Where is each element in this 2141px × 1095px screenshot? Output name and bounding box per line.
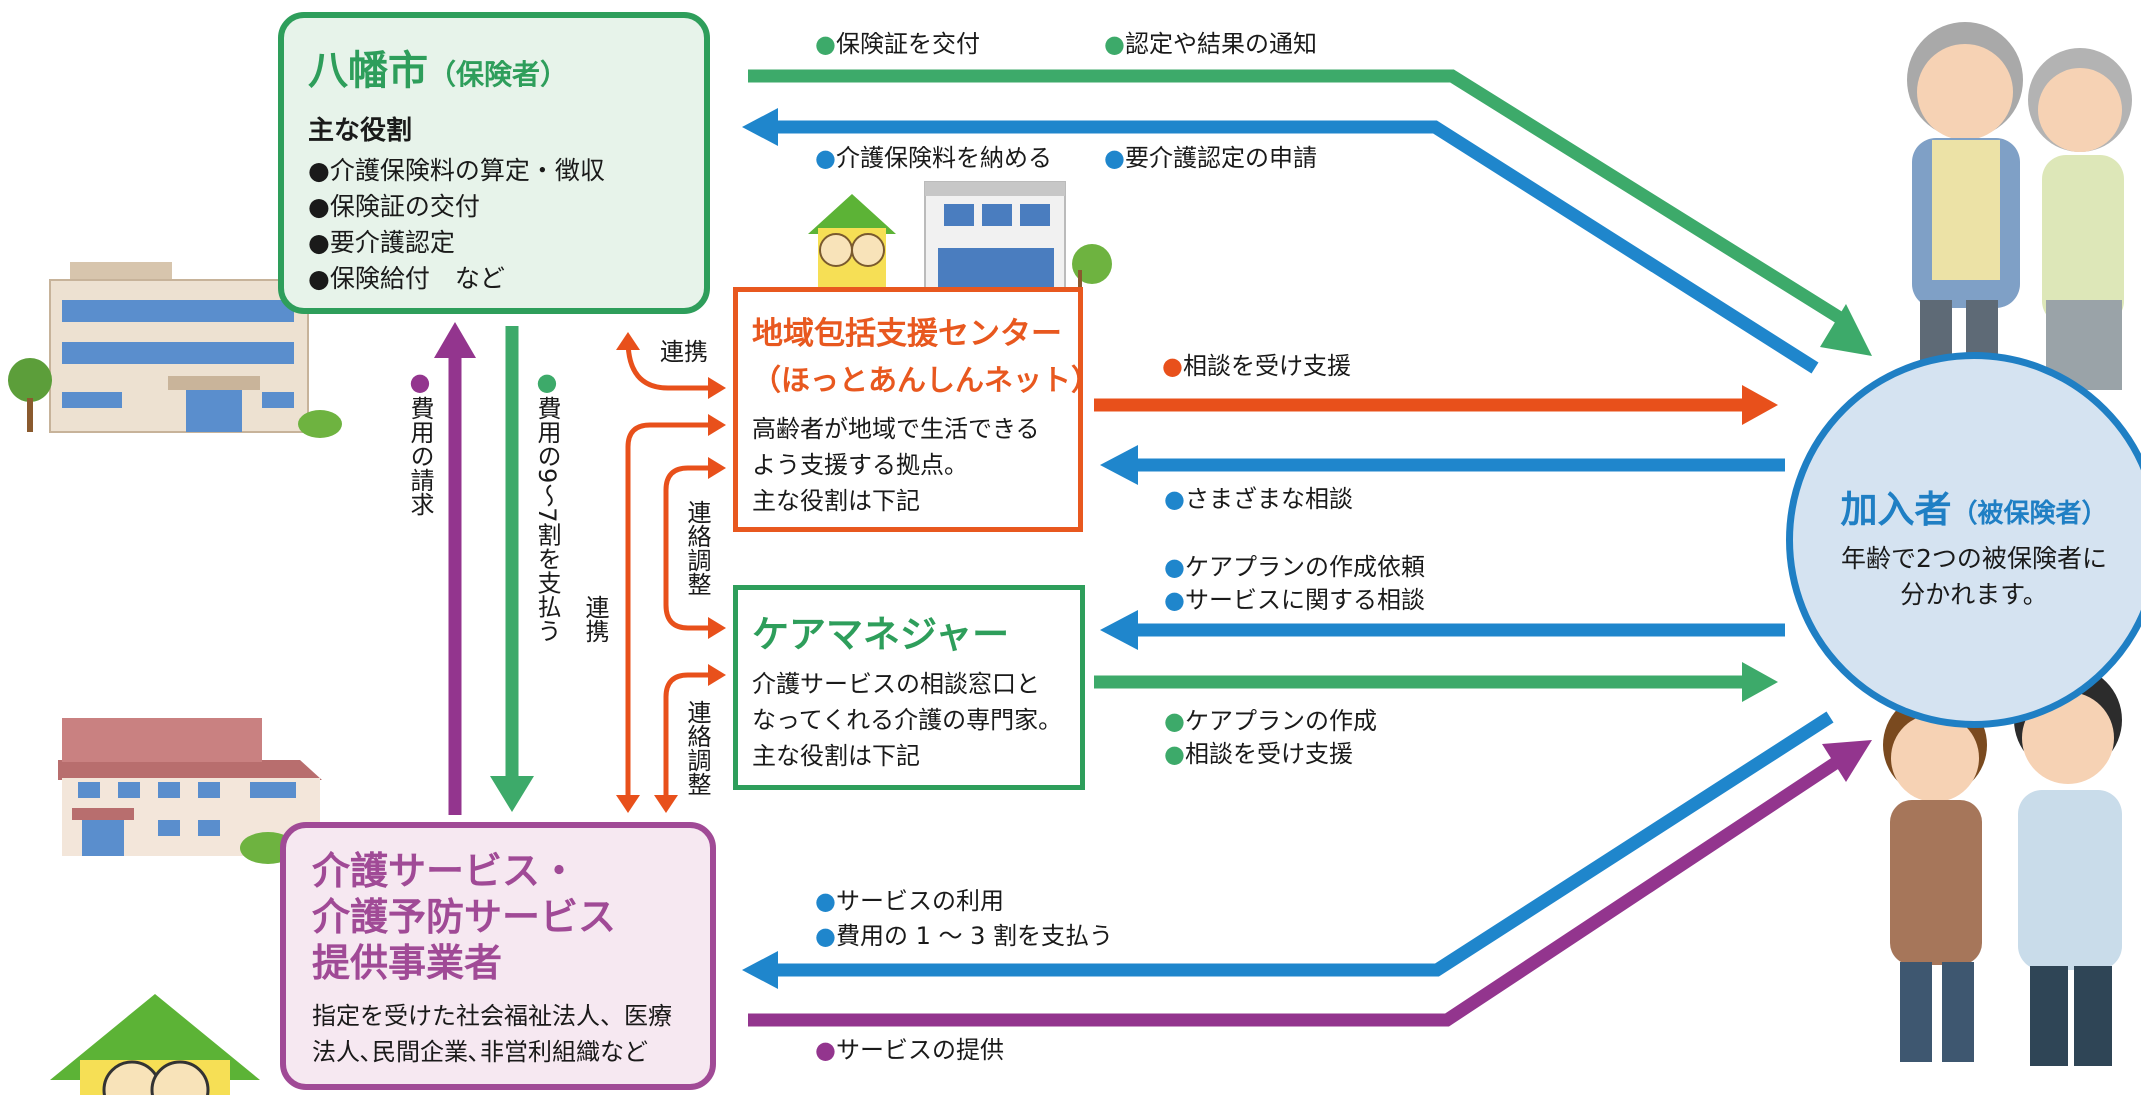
arrowhead-careplan-request (1100, 610, 1138, 650)
label-coordination-2: 連絡調整 (683, 700, 711, 796)
label-apply-cert: ●要介護認定の申請 (1104, 144, 1317, 172)
insurer-city-box: 八幡市（保険者） 主な役割 ●介護保険料の算定・徴収 ●保険証の交付 ●要介護認… (278, 12, 710, 314)
city-role: ●要介護認定 (308, 228, 455, 257)
provider-title-line: 介護予防サービス (312, 895, 617, 939)
city-role: ●保険給付 など (308, 264, 505, 293)
city-roles-heading: 主な役割 (308, 116, 413, 146)
center-desc-line: 高齢者が地域で生活できる (752, 415, 1040, 443)
center-desc-line: よう支援する拠点。 (752, 451, 968, 479)
label-various-consult: ●さまざまな相談 (1164, 485, 1353, 513)
label-pay-90-70: ●費用の9～7割を支払う (533, 368, 561, 643)
care-manager-title: ケアマネジャー (752, 613, 1010, 656)
arrow-issue-card (748, 69, 1844, 324)
arrow-service-use (775, 711, 1834, 977)
label-pay-copay: ●費用の 1 ～ 3 割を支払う (815, 922, 1114, 950)
city-subtitle: （保険者） (428, 58, 569, 91)
member-title: 加入者（被保険者） (1840, 488, 2108, 531)
label-service-provide: ●サービスの提供 (815, 1036, 1004, 1064)
provider-title-line: 提供事業者 (312, 941, 503, 985)
label-issue-card: ●保険証を交付 (815, 30, 980, 58)
provider-desc-line: 指定を受けた社会福祉法人、医療 (312, 1002, 672, 1030)
arrow-pay-premium (773, 120, 1819, 374)
arrowhead-various-consult (1100, 445, 1138, 485)
label-coordination-1: 連絡調整 (683, 500, 711, 596)
arrowhead-cost-claim (434, 322, 476, 358)
member-subtitle: （被保険者） (1951, 499, 2108, 529)
label-careplan-make: ●ケアプランの作成 (1164, 707, 1377, 735)
provider-title-line: 介護サービス・ (312, 849, 579, 893)
bracket-coordination-1 (663, 465, 718, 631)
arrowhead-careplan-make (1742, 662, 1778, 702)
service-provider-box: 介護サービス・ 介護予防サービス 提供事業者 指定を受けた社会福祉法人、医療 法… (280, 822, 716, 1090)
label-consult-support: ●相談を受け支援 (1162, 352, 1351, 380)
elderly-couple-icon (1907, 22, 2132, 400)
provider-desc-line: 法人､民間企業､非営利組織など (312, 1038, 648, 1066)
center-title: 地域包括支援センター (752, 316, 1062, 352)
label-service-consult: ●サービスに関する相談 (1164, 586, 1425, 614)
member-desc-line: 年齢で2つの被保険者に (1841, 544, 2107, 573)
city-title: 八幡市（保険者） (308, 48, 569, 94)
care-manager-desc-line: 主な役割は下記 (752, 742, 920, 770)
arrowhead-consult-support (1742, 385, 1778, 425)
younger-couple-icon (1883, 666, 2122, 1066)
label-pay-premium: ●介護保険料を納める (815, 144, 1052, 172)
arrowhead-issue-card (1820, 304, 1872, 356)
care-manager-desc-line: なってくれる介護の専門家。 (752, 706, 1063, 734)
arrowhead-pay-90-70 (490, 776, 534, 812)
support-center-building-icon (808, 181, 1112, 301)
center-subtitle: （ほっとあんしんネット） (752, 363, 1101, 397)
provider-building-icon (58, 718, 322, 864)
arrowhead-service-provide (1822, 740, 1872, 782)
city-role: ●介護保険料の算定・徴収 (308, 156, 605, 185)
bracket-coordination-2 (663, 672, 718, 805)
arrow-service-provide (748, 754, 1844, 1027)
city-role: ●保険証の交付 (308, 192, 480, 221)
member-desc-line: 分かれます。 (1900, 580, 2048, 609)
care-manager-desc-line: 介護サービスの相談窓口と (752, 670, 1040, 698)
hotto-anshin-mascot-icon (50, 994, 260, 1095)
arrowhead-pay-premium (742, 108, 778, 146)
label-cooperation-1: 連携 (660, 338, 708, 366)
bracket-cooperation-provider (625, 422, 718, 805)
support-center-box: 地域包括支援センター （ほっとあんしんネット） 高齢者が地域で生活できる よう支… (733, 287, 1101, 532)
city-hall-building-icon (8, 262, 342, 438)
label-service-use: ●サービスの利用 (815, 887, 1004, 915)
insured-member-circle: 加入者（被保険者） 年齢で2つの被保険者に 分かれます。 (1786, 352, 2141, 728)
label-notify: ●認定や結果の通知 (1104, 30, 1317, 58)
bracket-cooperation-city (625, 339, 718, 391)
label-cooperation-2: 連携 (581, 595, 609, 643)
label-consult-support-2: ●相談を受け支援 (1164, 740, 1353, 768)
care-manager-box: ケアマネジャー 介護サービスの相談窓口と なってくれる介護の専門家。 主な役割は… (733, 585, 1085, 790)
label-careplan-request: ●ケアプランの作成依頼 (1164, 553, 1425, 581)
center-desc-line: 主な役割は下記 (752, 487, 920, 515)
arrowhead-service-use (742, 951, 778, 989)
label-cost-claim: ●費用の請求 (406, 368, 434, 516)
